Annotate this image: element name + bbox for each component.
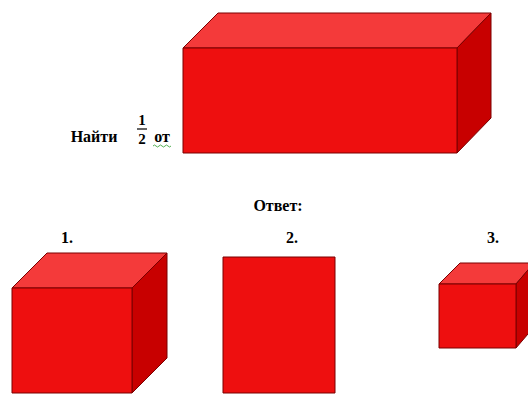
square	[223, 257, 335, 393]
instruction-word: Найти	[71, 128, 118, 146]
small-cube-top	[439, 263, 528, 284]
small-cube-front	[439, 284, 516, 348]
box-front	[183, 48, 457, 153]
fraction-numerator: 1	[138, 111, 146, 129]
instruction-word: от	[154, 128, 170, 146]
cube-side	[132, 253, 167, 393]
small-cube-side	[516, 263, 528, 348]
option-number: 1.	[61, 229, 73, 247]
fraction-bar	[137, 128, 147, 129]
option-number: 2.	[286, 229, 298, 247]
box-side	[457, 13, 491, 153]
fraction-denominator: 2	[138, 130, 146, 148]
cube-front	[12, 288, 132, 393]
box-top	[183, 13, 491, 48]
option-number: 3.	[487, 229, 499, 247]
answer-heading: Ответ:	[253, 197, 302, 215]
spell-underline	[153, 145, 171, 147]
